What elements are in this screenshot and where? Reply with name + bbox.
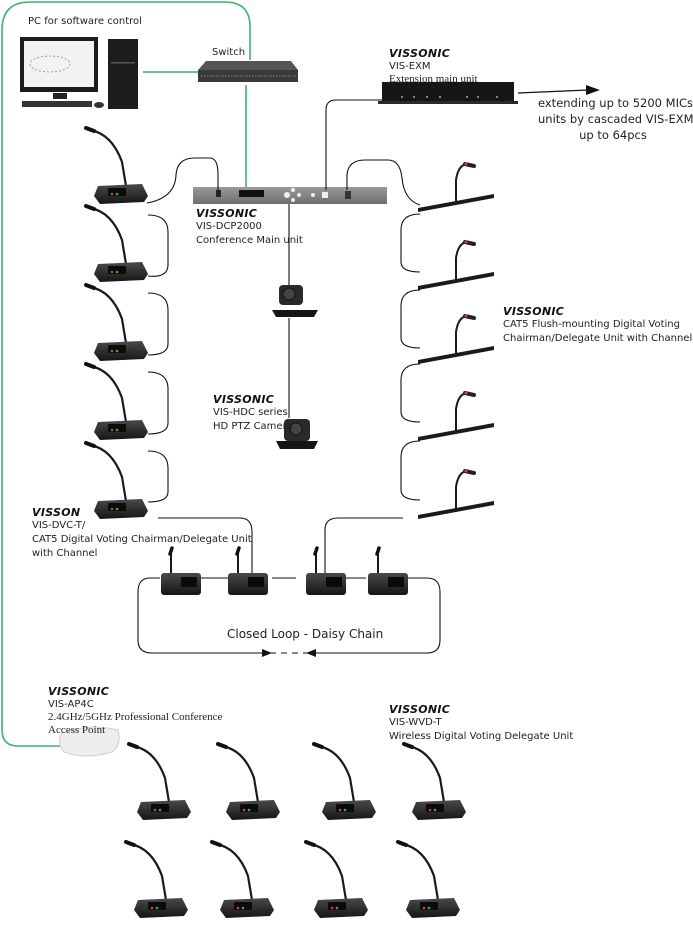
camera-model: VIS-HDC series [213,407,288,418]
ap-line2: Access Point [48,724,106,736]
ap-label: VISSONIC VIS-AP4C 2.4GHz/5GHz Profession… [48,685,222,737]
ap-network-line [1,1,251,747]
dvc-model: VIS-DVC-T/ [32,520,86,531]
network-cables [1,1,251,747]
dcp-model: VIS-DCP2000 [196,221,262,232]
wireless-delegate-units [124,742,468,920]
wvd-model: VIS-WVD-T [389,717,442,728]
extension-arrow [517,89,589,94]
extension-note-line1: extending up to 5200 MICs [538,96,693,110]
left-delegate-units [84,126,150,521]
dvc-line1: CAT5 Digital Voting Chairman/Delegate Un… [32,534,252,545]
flush-line1: CAT5 Flush-mounting Digital Voting [503,319,680,330]
flush-unit-label: VISSONIC CAT5 Flush-mounting Digital Vot… [503,305,692,346]
closed-loop-label: Closed Loop - Daisy Chain [227,627,384,641]
ap-line1: 2.4GHz/5GHz Professional Conference [48,711,223,723]
dvc-label: VISSON VIS-DVC-T/ CAT5 Digital Voting Ch… [32,506,252,561]
exm-desc: Extension main unit [389,73,478,85]
ptz-camera-icon [272,285,318,317]
flush-brand: VISSONIC [503,305,565,318]
conference-main-unit-icon [193,187,387,204]
network-switch-icon [198,61,298,82]
dcp-label: VISSONIC VIS-DCP2000 Conference Main uni… [196,207,303,248]
camera-label: VISSONIC VIS-HDC series HD PTZ Camera [213,393,293,434]
flush-line2: Chairman/Delegate Unit with Channel [503,333,693,344]
switch-label: Switch [212,47,246,58]
camera-brand: VISSONIC [213,393,275,406]
extension-note-line3: up to 64pcs [579,128,647,142]
dcp-desc: Conference Main unit [196,235,303,246]
wvd-label: VISSONIC VIS-WVD-T Wireless Digital Voti… [389,703,573,744]
ap-model: VIS-AP4C [48,699,94,710]
exm-model: VIS-EXM [389,61,431,72]
right-flush-units [416,160,496,521]
dvc-line2: with Channel [32,548,98,559]
pc-icon [20,37,138,109]
dcp-brand: VISSONIC [196,207,258,220]
pc-label: PC for software control [28,16,142,27]
extension-main-unit-icon [378,82,518,104]
dvc-brand: VISSON [32,506,81,519]
exm-label: VISSONIC VIS-EXM Extension main unit [389,47,478,86]
wvd-brand: VISSONIC [389,703,451,716]
ap-brand: VISSONIC [48,685,110,698]
ptz-camera-icon [276,419,318,449]
wvd-desc: Wireless Digital Voting Delegate Unit [389,731,574,742]
extension-note-line2: units by cascaded VIS-EXM [538,112,693,126]
exm-brand: VISSONIC [389,47,451,60]
camera-desc: HD PTZ Camera [213,421,293,432]
extension-note: extending up to 5200 MICs units by casca… [538,95,693,143]
access-point-icon [58,726,120,757]
